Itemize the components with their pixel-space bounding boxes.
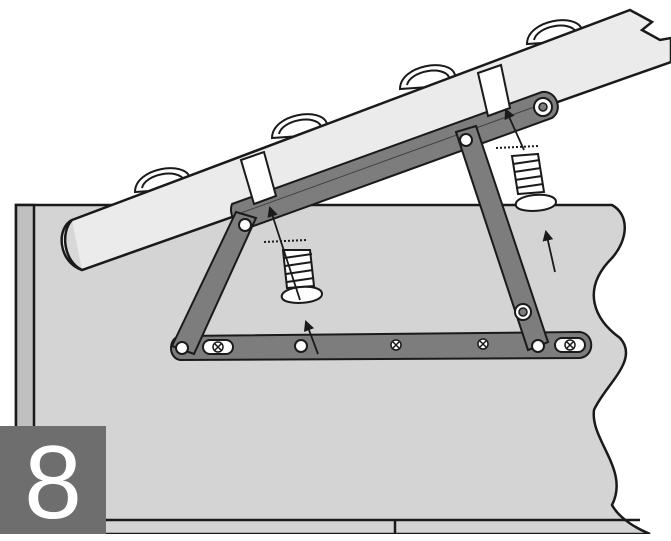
arrow-up-icon xyxy=(542,229,556,273)
lid-board-end xyxy=(64,219,83,272)
arrow-up-icon xyxy=(504,108,525,151)
arrow-up-icon xyxy=(303,319,319,355)
pivot-rivet-icon xyxy=(531,339,545,353)
hinge-bottom-plate xyxy=(170,330,593,362)
screw-icon xyxy=(202,339,234,355)
lid-strap xyxy=(239,150,278,206)
step-badge: 8 xyxy=(0,425,106,541)
hinge-arm-left xyxy=(170,210,258,356)
pivot-rivet-icon xyxy=(175,341,189,355)
cabinet-panel xyxy=(14,203,651,534)
screw-icon xyxy=(477,338,489,350)
screw-icon xyxy=(554,337,586,353)
pivot-rivet-icon xyxy=(294,339,308,353)
screw-icon xyxy=(390,339,402,351)
screw-icon xyxy=(495,145,558,212)
hinge-arm-right xyxy=(454,124,550,352)
screw-icon xyxy=(263,239,324,304)
pivot-rivet-icon xyxy=(459,133,473,147)
pivot-rivet-icon xyxy=(238,218,252,232)
arrow-up-icon xyxy=(267,205,301,301)
lid-strap xyxy=(476,63,512,118)
step-number: 8 xyxy=(24,425,82,541)
